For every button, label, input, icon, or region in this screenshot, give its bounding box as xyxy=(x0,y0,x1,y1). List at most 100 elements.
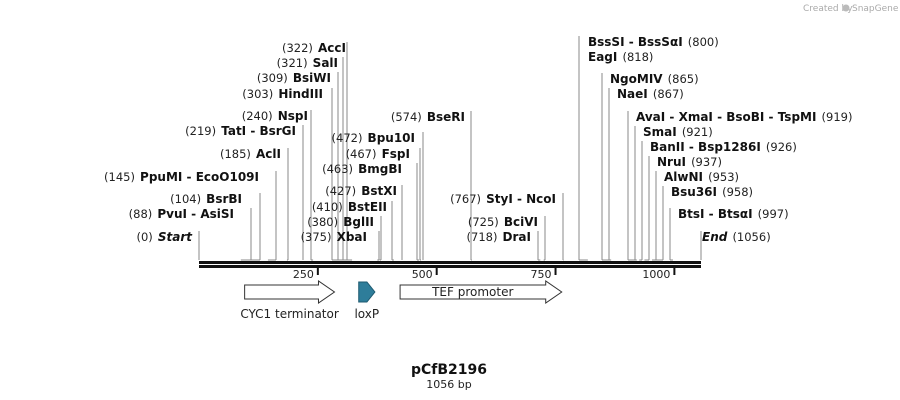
ruler-label: 500 xyxy=(412,268,433,281)
site-label: (725) BciVI xyxy=(468,211,538,230)
site-name: NgoMIV xyxy=(610,72,663,86)
site-position: (0) xyxy=(136,230,152,244)
site-label: (145) PpuMI - EcoO109I xyxy=(104,166,259,185)
site-name: StyI - NcoI xyxy=(486,192,556,206)
site-position: (463) xyxy=(322,162,353,176)
backbone xyxy=(199,261,701,268)
site-position: (997) xyxy=(758,207,789,221)
site-name: BtsI - BtsαI xyxy=(678,207,753,221)
restriction-site: NaeI (867) xyxy=(608,83,684,261)
site-name: PpuMI - EcoO109I xyxy=(140,170,259,184)
site-position: (725) xyxy=(468,215,499,229)
site-position: (303) xyxy=(242,87,273,101)
restriction-site: (375) XbaI xyxy=(301,230,380,261)
site-label: (410) BstEII xyxy=(312,196,387,215)
site-position: (240) xyxy=(242,109,273,123)
site-position: (467) xyxy=(346,147,377,161)
site-label: (574) BseRI xyxy=(391,106,465,125)
site-name: AvaI - XmaI - BsoBI - TspMI xyxy=(636,110,816,124)
feature-label: loxP xyxy=(354,307,379,321)
restriction-site: (104) BsrBI xyxy=(170,192,261,261)
site-name: NaeI xyxy=(617,87,648,101)
features: CYC1 terminator loxP TEF promoter xyxy=(240,280,563,321)
site-position: (958) xyxy=(722,185,753,199)
restriction-sites: (322) AccI(321) SalI(309) BsiWI(303) Hin… xyxy=(104,31,852,261)
site-name: BmgBI xyxy=(358,162,402,176)
site-position: (375) xyxy=(301,230,332,244)
restriction-site: (767) StyI - NcoI xyxy=(450,188,564,261)
site-label: (219) TatI - BsrGI xyxy=(185,120,296,139)
site-label: NaeI (867) xyxy=(617,83,684,102)
feature-label: TEF promoter xyxy=(431,285,513,299)
site-name: Bpu10I xyxy=(368,131,415,145)
restriction-site: (145) PpuMI - EcoO109I xyxy=(104,166,277,261)
site-position: (321) xyxy=(277,56,308,70)
site-position: (219) xyxy=(185,124,216,138)
site-position: (921) xyxy=(682,125,713,139)
site-label: BanII - Bsp1286I (926) xyxy=(650,136,797,155)
site-name: BstEII xyxy=(348,200,387,214)
restriction-site: (219) TatI - BsrGI xyxy=(185,120,304,260)
restriction-site: (463) BmgBI xyxy=(322,162,420,261)
site-name: TatI - BsrGI xyxy=(221,124,296,138)
restriction-site: SmaI (921) xyxy=(634,121,713,261)
site-position: (104) xyxy=(170,192,201,206)
restriction-site: (574) BseRI xyxy=(391,106,472,261)
site-position: (145) xyxy=(104,170,135,184)
site-label: AvaI - XmaI - BsoBI - TspMI (919) xyxy=(636,106,852,125)
site-position: (718) xyxy=(467,230,498,244)
plasmid-name: pCfB2196 xyxy=(411,362,487,378)
site-label: (322) AccI xyxy=(282,37,346,56)
site-label: (88) PvuI - AsiSI xyxy=(129,203,234,222)
restriction-site: (467) FspI xyxy=(346,143,422,261)
site-position: (1056) xyxy=(732,230,770,244)
site-label: SmaI (921) xyxy=(643,121,713,140)
site-name: DraI xyxy=(503,230,531,244)
site-name: HindIII xyxy=(278,87,323,101)
site-name: SalI xyxy=(313,56,338,70)
site-position: (322) xyxy=(282,41,313,55)
site-name: BanII - Bsp1286I xyxy=(650,140,761,154)
site-label: End (1056) xyxy=(702,226,771,245)
restriction-site: (472) Bpu10I xyxy=(332,127,424,260)
site-position: (472) xyxy=(332,131,363,145)
ruler-label: 250 xyxy=(293,268,314,281)
restriction-site: (0) Start xyxy=(136,226,200,260)
site-label: (303) HindIII xyxy=(242,83,323,102)
site-name: NruI xyxy=(657,155,686,169)
site-label: (767) StyI - NcoI xyxy=(450,188,556,207)
site-position: (926) xyxy=(766,140,797,154)
restriction-site: NgoMIV (865) xyxy=(601,72,699,261)
site-label: (240) NspI xyxy=(242,105,308,124)
site-name: NspI xyxy=(278,109,308,123)
ruler-label: 750 xyxy=(531,268,552,281)
feature-tef-promoter: TEF promoter xyxy=(399,280,563,304)
feature-arrow xyxy=(399,280,563,304)
site-position: (767) xyxy=(450,192,481,206)
site-label: (0) Start xyxy=(136,226,193,245)
site-name: EagI xyxy=(588,50,617,64)
site-label: BssSI - BssSαI (800) xyxy=(588,31,719,50)
site-position: (574) xyxy=(391,110,422,124)
site-label: (467) FspI xyxy=(346,143,410,162)
site-label: EagI (818) xyxy=(588,46,653,65)
site-position: (818) xyxy=(622,50,653,64)
restriction-site: AvaI - XmaI - BsoBI - TspMI (919) xyxy=(627,106,852,261)
restriction-site: Bsu36I (958) xyxy=(654,185,753,261)
site-name: End xyxy=(702,230,728,244)
site-label: (472) Bpu10I xyxy=(332,127,415,146)
restriction-site: (380) BglII xyxy=(307,215,382,261)
site-name: BstXI xyxy=(361,184,397,198)
site-name: XbaI xyxy=(337,230,367,244)
site-name: BglII xyxy=(343,215,374,229)
restriction-site: (240) NspI xyxy=(242,105,314,261)
restriction-site: BanII - Bsp1286I (926) xyxy=(639,136,797,261)
site-position: (937) xyxy=(691,155,722,169)
restriction-site: (718) DraI xyxy=(467,230,541,261)
feature-label: CYC1 terminator xyxy=(240,307,339,321)
snapgene-logo-icon xyxy=(842,4,850,12)
site-name: BssSI - BssSαI xyxy=(588,35,683,49)
snapgene-credit: Created by SnapGene xyxy=(803,4,899,14)
site-name: BciVI xyxy=(504,215,538,229)
site-name: AclI xyxy=(256,147,281,161)
